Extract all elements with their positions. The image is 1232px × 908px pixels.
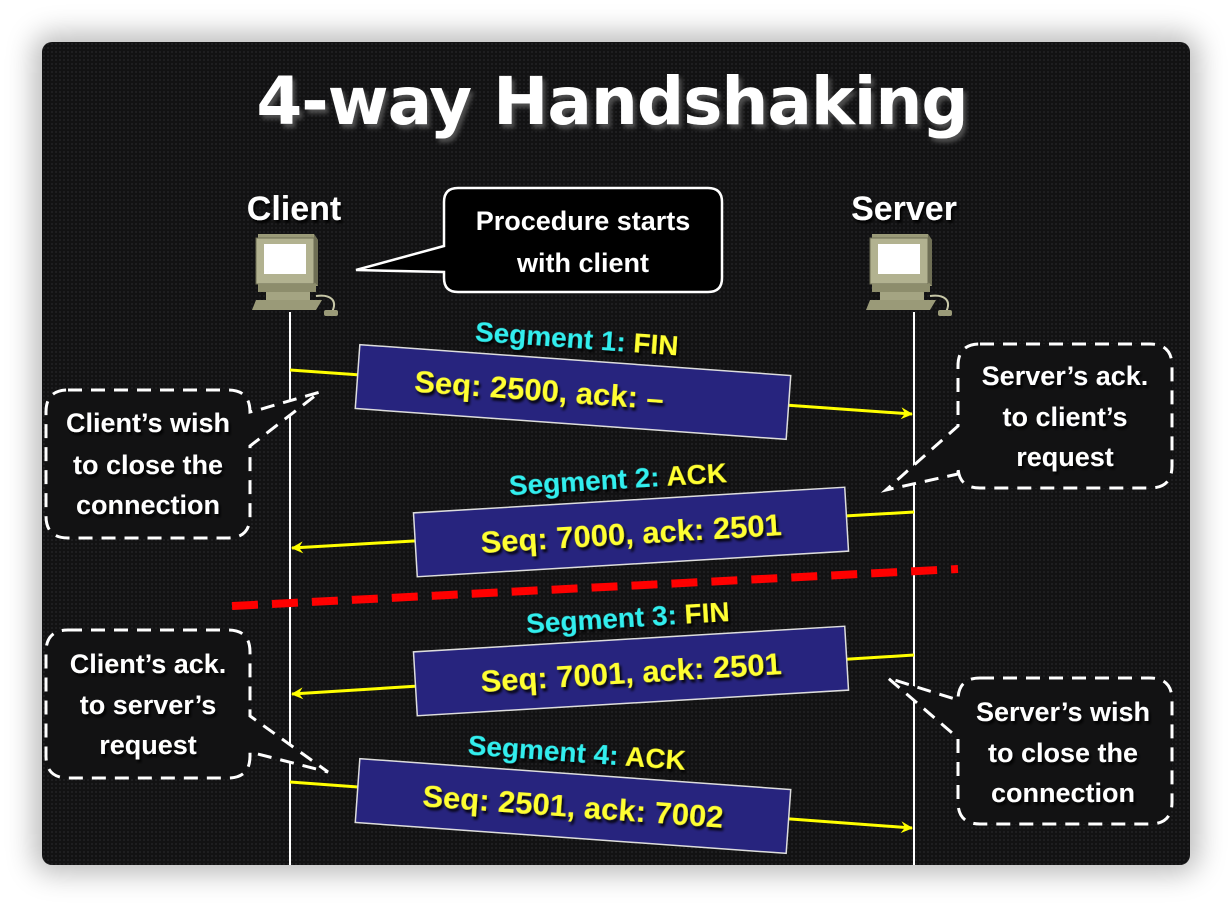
- note-server-ack-line-1: Server’s ack.: [982, 361, 1149, 391]
- callout-bubble: [355, 186, 724, 294]
- phase-divider-line: [231, 565, 959, 610]
- segment-4: Seq: 2501, ack: 7002 Segment 4: ACK: [289, 729, 913, 855]
- note-client-ack-bubble: [44, 628, 329, 780]
- note-client-ack: Client’s ack. to server’s request: [44, 628, 329, 780]
- segment-4-box: [354, 757, 792, 855]
- note-client-ack-line-3: request: [99, 730, 197, 760]
- segment-1-name: Segment 1:: [474, 316, 627, 358]
- segment-2-label: Segment 2: ACK: [508, 457, 728, 501]
- procedure-callout: Procedure starts with client: [355, 186, 724, 294]
- segment-3-box: [412, 625, 850, 717]
- segment-2: Seq: 7000, ack: 2501 Segment 2: ACK: [291, 457, 915, 578]
- note-server-ack: Server’s ack. to client’s request: [880, 342, 1174, 493]
- segment-1-box: [354, 343, 792, 441]
- segment-2-box: [412, 486, 850, 578]
- note-client-wish: Client’s wish to close the connection: [44, 388, 321, 540]
- callout-line-2: with client: [516, 248, 649, 278]
- handshake-diagram: 4-way Handshaking Client Server Procedur…: [44, 63, 1174, 865]
- segment-4-name: Segment 4:: [467, 729, 620, 771]
- segment-4-flag: ACK: [624, 741, 687, 776]
- note-server-wish-bubble: [887, 676, 1174, 826]
- segment-1-flag: FIN: [632, 327, 679, 361]
- segment-2-name: Segment 2:: [508, 461, 661, 501]
- note-server-ack-line-3: request: [1016, 442, 1114, 472]
- note-server-ack-line-2: to client’s: [1002, 402, 1127, 432]
- note-server-ack-bubble: [880, 342, 1174, 493]
- server-computer-icon: [865, 233, 953, 317]
- diagram-title: 4-way Handshaking: [256, 63, 967, 140]
- segment-3-label: Segment 3: FIN: [525, 596, 730, 639]
- segment-3-flag: FIN: [684, 596, 731, 630]
- note-client-wish-line-1: Client’s wish: [66, 408, 230, 438]
- client-computer-icon: [251, 233, 339, 317]
- note-server-wish-line-3: connection: [991, 778, 1135, 808]
- note-server-wish-line-1: Server’s wish: [976, 697, 1150, 727]
- note-client-ack-line-2: to server’s: [80, 690, 217, 720]
- note-client-wish-bubble: [44, 388, 321, 540]
- segment-2-flag: ACK: [665, 457, 727, 492]
- note-client-ack-line-1: Client’s ack.: [70, 649, 227, 679]
- segment-3-name: Segment 3:: [525, 599, 678, 639]
- note-client-wish-line-2: to close the: [73, 450, 223, 480]
- slide-background: 4-way Handshaking Client Server Procedur…: [42, 42, 1190, 865]
- server-label: Server: [851, 190, 957, 228]
- client-label: Client: [247, 190, 341, 228]
- note-client-wish-line-3: connection: [76, 490, 220, 520]
- segment-1: Seq: 2500, ack: – Segment 1: FIN: [289, 316, 913, 441]
- note-server-wish: Server’s wish to close the connection: [887, 676, 1174, 826]
- callout-line-1: Procedure starts: [476, 206, 691, 236]
- note-server-wish-line-2: to close the: [988, 738, 1138, 768]
- segment-3: Seq: 7001, ack: 2501 Segment 3: FIN: [291, 596, 915, 717]
